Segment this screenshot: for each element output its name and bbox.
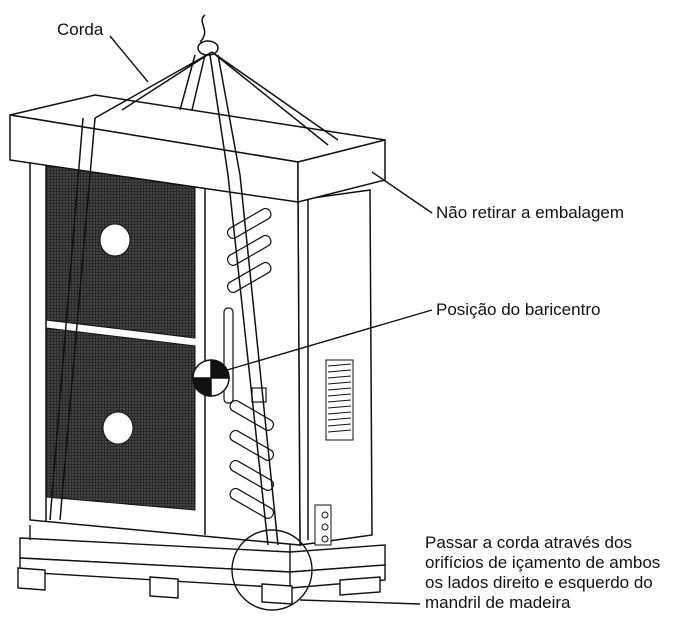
instruction-line: Passar a corda através dos: [425, 533, 632, 552]
label-center-of-gravity: Posição do baricentro: [436, 300, 601, 319]
label-keep-packaging: Não retirar a embalagem: [436, 203, 625, 222]
detail-highlight-circle: [231, 529, 313, 611]
service-ports: [314, 504, 332, 546]
instruction-line: os lados direito e esquerdo do: [425, 573, 653, 592]
label-rope: Corda: [57, 20, 104, 39]
front-vents: [223, 207, 275, 519]
instruction-line: mandril de madeira: [425, 593, 571, 612]
instruction-line: orifícios de içamento de ambos: [425, 553, 661, 572]
lifting-rope: [49, 14, 339, 546]
fan-grille-lower: [45, 327, 196, 511]
label-rope-instruction: Passar a corda através dos orifícios de …: [425, 533, 660, 613]
side-louver: [325, 359, 354, 441]
leader-lines: [109, 35, 433, 605]
fan-grille-upper: [45, 164, 196, 339]
center-of-gravity-symbol: [192, 359, 230, 397]
